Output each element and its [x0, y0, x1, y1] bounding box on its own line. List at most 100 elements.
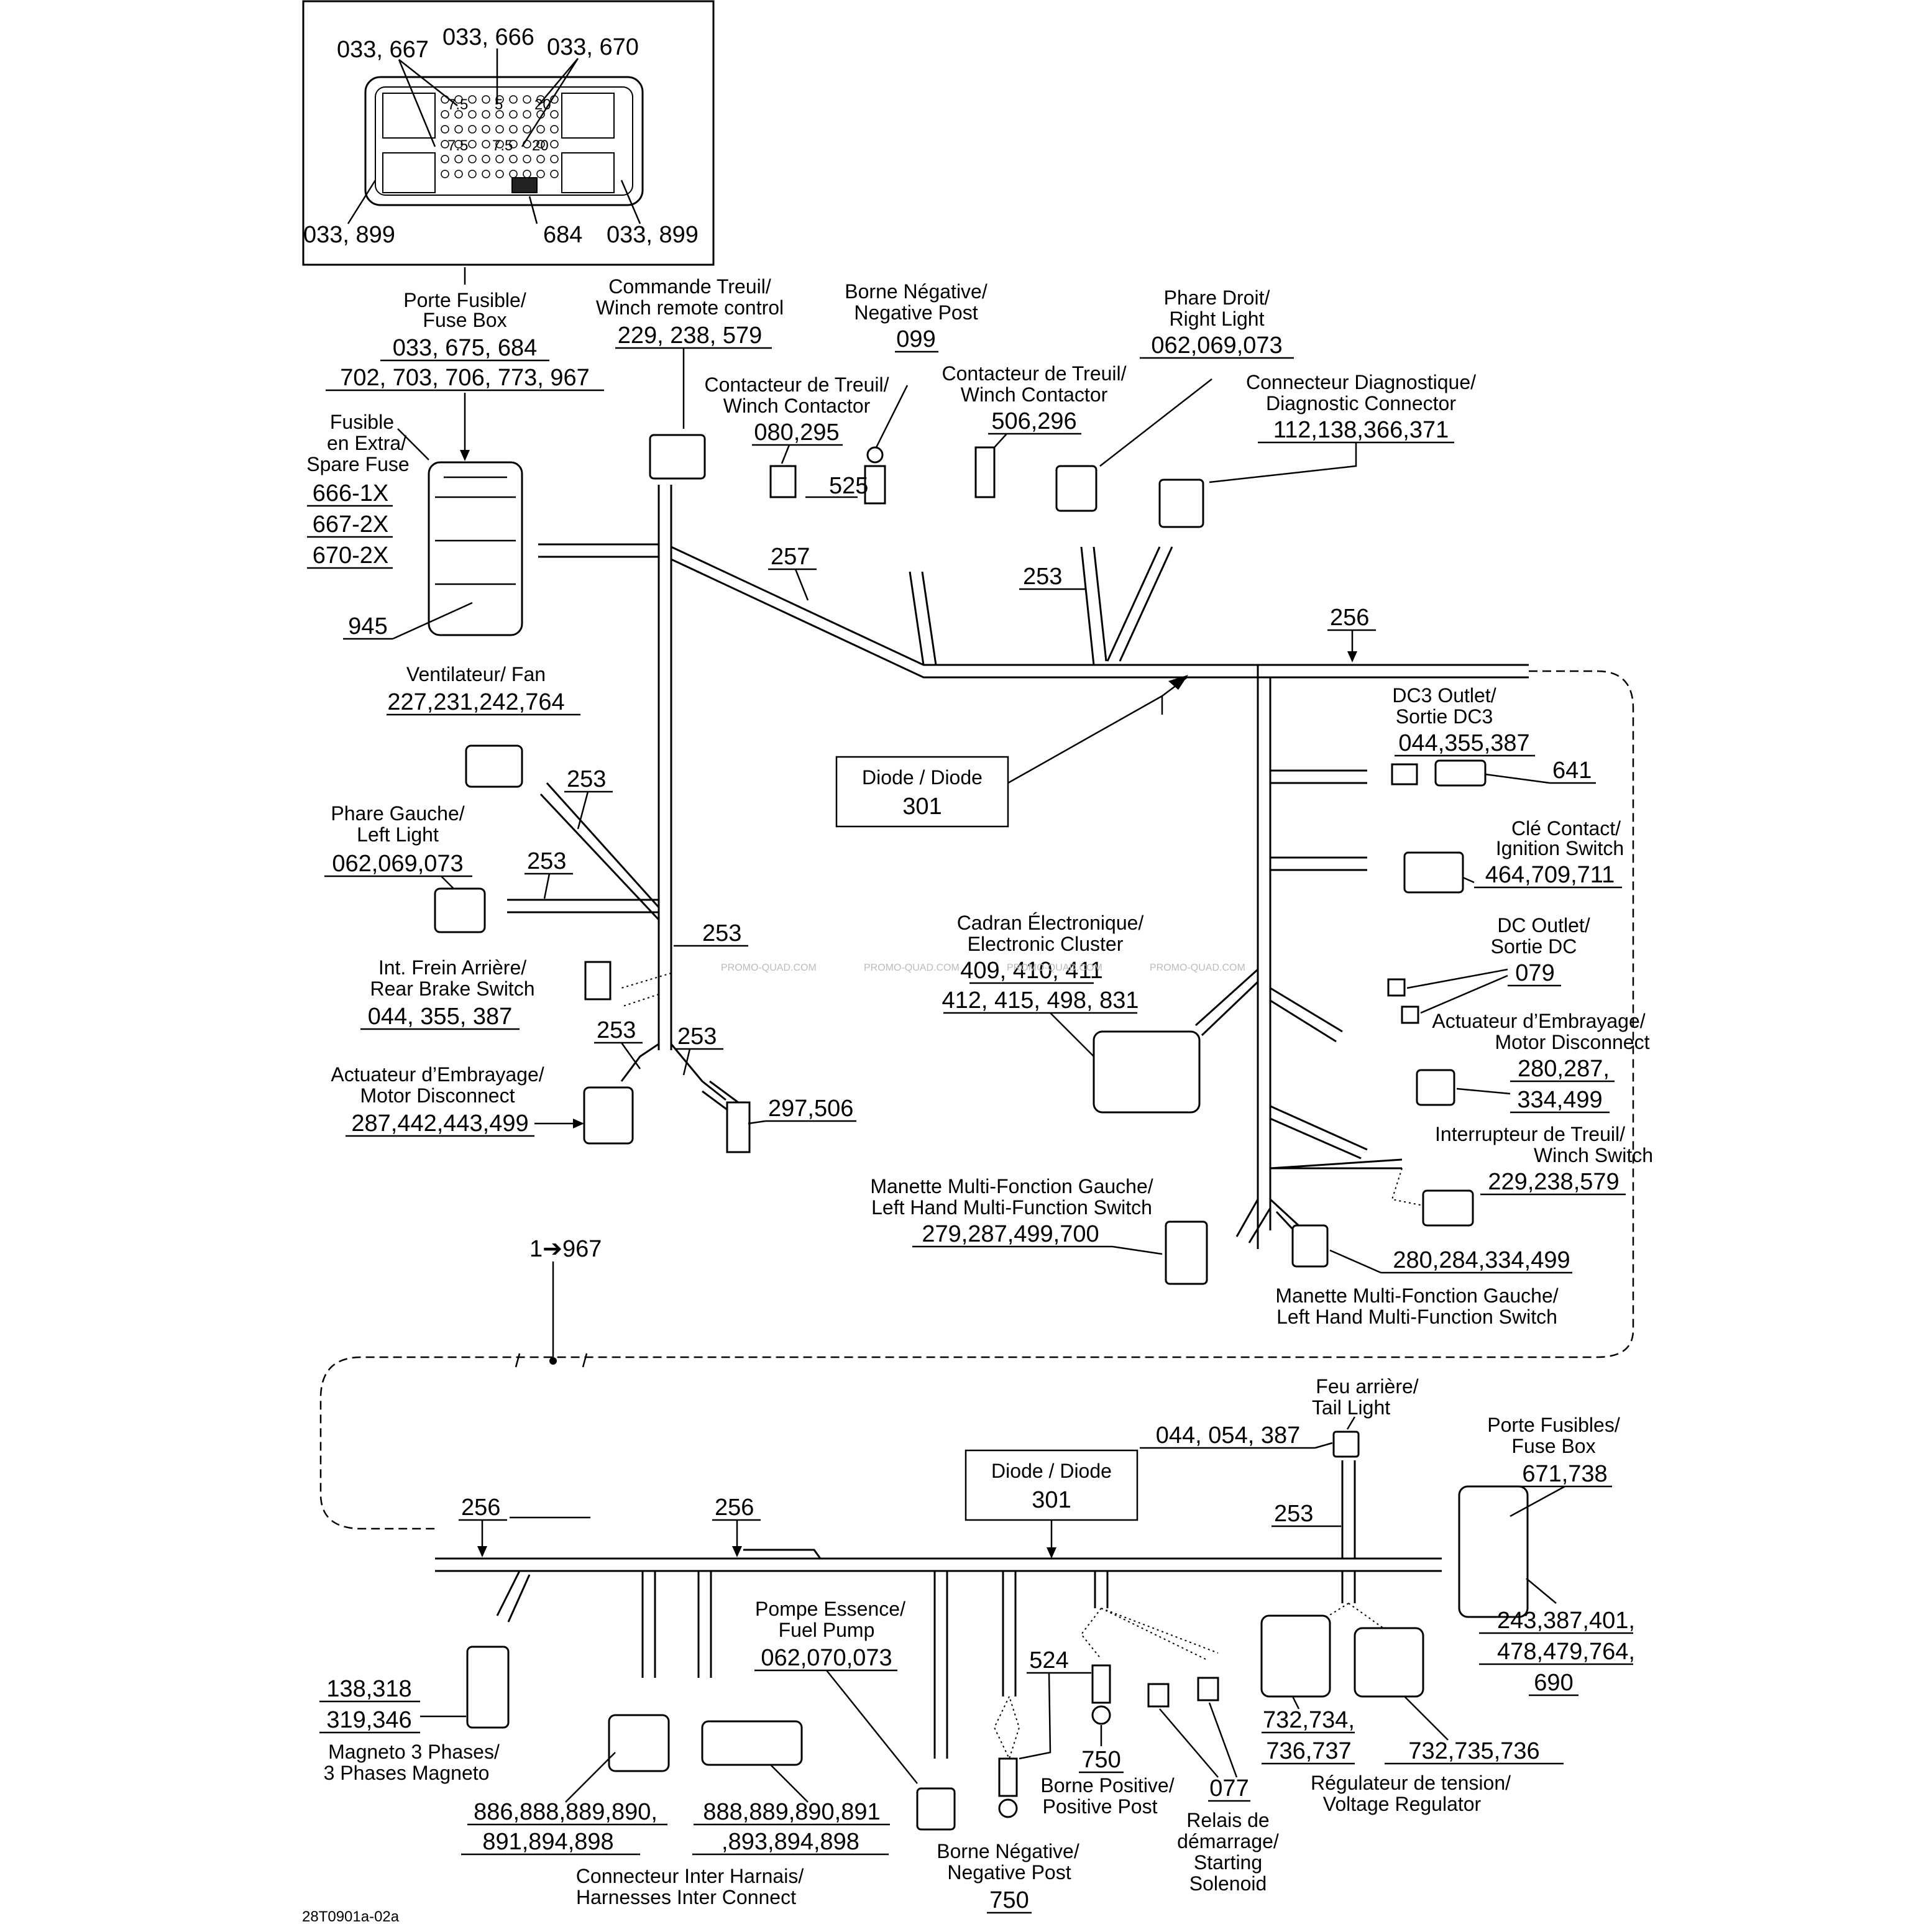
- diode-ref-bottom: 301: [1032, 1487, 1071, 1513]
- terminal-dot: [523, 110, 531, 119]
- inset-fuse-value: 5: [495, 96, 503, 113]
- tail-light: [1332, 1431, 1360, 1458]
- terminal-dot: [536, 170, 545, 178]
- label: démarrage/: [1177, 1830, 1279, 1852]
- label-en: Left Light: [357, 823, 439, 846]
- terminal-dot: [482, 110, 490, 119]
- left-light-connector: [434, 887, 486, 933]
- label-en: Left Hand Multi-Function Switch: [1276, 1306, 1557, 1328]
- negative-post-bottom: [998, 1798, 1018, 1818]
- drawing-id: 28T0901a-02a: [302, 1908, 400, 1925]
- terminal-dot: [441, 155, 449, 163]
- label-fr: Borne Négative/: [937, 1840, 1079, 1862]
- label-fr: Cadran Électronique/: [957, 912, 1144, 934]
- refs: 886,888,889,890,: [474, 1799, 658, 1825]
- refs: 077: [1209, 1775, 1249, 1802]
- label-en: 3 Phases Magneto: [324, 1762, 490, 1784]
- ref-641: 641: [1552, 758, 1592, 784]
- terminal-dot: [550, 155, 559, 163]
- terminal-dot: [550, 110, 559, 119]
- terminal-dot: [523, 125, 531, 134]
- mfs-connector-a: [1165, 1220, 1208, 1285]
- label-fr: Interrupteur de Treuil/: [1435, 1123, 1625, 1145]
- label-fr: Porte Fusible/: [403, 289, 526, 311]
- label-fr: Commande Treuil/: [608, 275, 771, 298]
- diode-title-top: Diode / Diode: [862, 766, 983, 789]
- refs: 079: [1515, 960, 1554, 986]
- terminal-dot: [550, 140, 559, 149]
- label: Spare Fuse: [306, 453, 409, 475]
- ref-253: 253: [567, 766, 606, 792]
- label-fuse-refs-bottom: 243,387,401, 478,479,764, 690: [1479, 1578, 1635, 1696]
- refs: 279,287,499,700: [922, 1221, 1099, 1247]
- terminal-dot: [509, 140, 518, 149]
- label-fr: Int. Frein Arrière/: [378, 956, 526, 979]
- terminal-dot: [495, 170, 504, 178]
- terminal-dot: [468, 170, 477, 178]
- label-en: Sortie DC3: [1396, 705, 1493, 728]
- dc-outlet: [1387, 978, 1406, 997]
- label-en: Winch Switch: [1534, 1144, 1653, 1166]
- label-inter-connect: 886,888,889,890, 891,894,898 888,889,890…: [461, 1752, 890, 1908]
- label-rear-brake: 253 Int. Frein Arrière/ Rear Brake Switc…: [360, 920, 748, 1030]
- terminal-dot: [482, 155, 490, 163]
- terminal-dot: [454, 155, 463, 163]
- winch-switch: [1422, 1189, 1474, 1227]
- electronic-cluster: [1093, 1030, 1201, 1114]
- label-en: Positive Post: [1043, 1795, 1158, 1818]
- fuse-box-bottom: [1458, 1485, 1529, 1618]
- terminal-dot: [468, 140, 477, 149]
- label: Starting: [1194, 1851, 1262, 1874]
- terminal-dot: [454, 170, 463, 178]
- terminal-dot: [468, 110, 477, 119]
- refs: 412, 415, 498, 831: [942, 987, 1139, 1014]
- part-297-506: [726, 1101, 751, 1153]
- refs: 945: [348, 613, 387, 639]
- label-dc3: DC3 Outlet/ Sortie DC3 044,355,387 641: [1392, 684, 1596, 784]
- diode-ref-top: 301: [902, 794, 942, 820]
- terminal-dot: [550, 125, 559, 134]
- label-fr: Actuateur d’Embrayage/: [1432, 1010, 1645, 1032]
- label-fr: Borne Négative/: [845, 280, 987, 303]
- refs: 736,737: [1266, 1738, 1351, 1764]
- callout-033-666: 033, 666: [442, 24, 534, 50]
- label-negative-post-top: Borne Négative/ Negative Post 099 525: [805, 280, 987, 499]
- label-fr: Manette Multi-Fonction Gauche/: [1275, 1284, 1558, 1307]
- ref-256-b2: 256: [715, 1495, 754, 1521]
- label-solenoid: 077 Relais de démarrage/ Starting Soleno…: [1159, 1702, 1279, 1895]
- terminal-dot: [482, 95, 490, 104]
- label-fr: Connecteur Diagnostique/: [1246, 371, 1476, 393]
- watermark: PROMO-QUAD.COM: [1150, 963, 1245, 973]
- terminal-dot: [468, 95, 477, 104]
- ref-253: 253: [702, 920, 741, 946]
- label-winch-switch: Interrupteur de Treuil/ Winch Switch 229…: [1391, 1123, 1653, 1206]
- positive-post: [1091, 1705, 1111, 1725]
- label-fr: Connecteur Inter Harnais/: [576, 1865, 804, 1887]
- refs: 062,069,073: [332, 851, 463, 877]
- refs: 750: [1081, 1747, 1120, 1773]
- label-fr: Phare Droit/: [1164, 286, 1270, 309]
- terminal-dot: [441, 170, 449, 178]
- refs: 243,387,401,: [1497, 1608, 1635, 1634]
- label-en: Motor Disconnect: [1495, 1031, 1650, 1053]
- label-fr: Actuateur d’Embrayage/: [331, 1063, 544, 1086]
- refs: 080,295: [754, 419, 839, 446]
- ref-253-bottom: 253: [1274, 1501, 1313, 1527]
- refs: 319,346: [326, 1707, 411, 1733]
- refs: 666-1X: [313, 480, 389, 506]
- label-fr: Régulateur de tension/: [1311, 1772, 1511, 1794]
- label-cluster: Cadran Électronique/ Electronic Cluster …: [942, 912, 1144, 1057]
- label-fuel-pump: Pompe Essence/ Fuel Pump 062,070,073: [754, 1598, 918, 1784]
- refs: 334,499: [1517, 1087, 1602, 1113]
- ref-257: 257: [771, 544, 810, 570]
- winch-contactor-a: [769, 465, 797, 498]
- terminal-dot: [468, 155, 477, 163]
- terminal-dot: [550, 170, 559, 178]
- refs: 670-2X: [313, 543, 389, 569]
- terminal-dot: [482, 170, 490, 178]
- refs: 280,284,334,499: [1393, 1247, 1570, 1273]
- diode-box-bottom: [964, 1449, 1139, 1521]
- label-en: Left Hand Multi-Function Switch: [871, 1196, 1152, 1219]
- label-fr: DC3 Outlet/: [1392, 684, 1496, 707]
- label-spare-fuse: Fusible en Extra/ Spare Fuse 666-1X 667-…: [306, 411, 473, 640]
